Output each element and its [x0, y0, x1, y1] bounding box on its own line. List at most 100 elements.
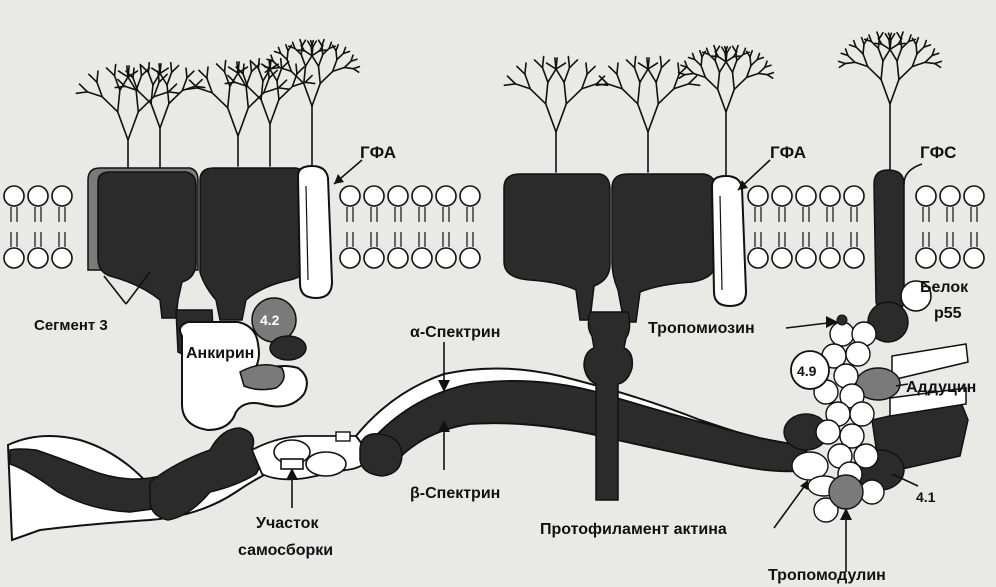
- glycan-branch: [287, 51, 288, 60]
- glycan-branch: [547, 63, 556, 69]
- label-tropomodulin: Тропомодулин: [768, 567, 886, 584]
- glycan-branch: [535, 60, 543, 68]
- glycan-branch: [689, 76, 697, 84]
- lipid-head-outer: [460, 186, 480, 206]
- label-band49: 4.9: [797, 363, 817, 379]
- label-alpha-spectrin: α-Спектрин: [410, 324, 500, 341]
- glycan-branch: [228, 108, 238, 136]
- glycan-branch: [195, 80, 202, 87]
- glycan-branch: [862, 38, 864, 45]
- glycan-branch: [305, 82, 315, 83]
- glycan-branch: [136, 90, 138, 111]
- glycan-branch: [305, 76, 312, 83]
- label-p55-2: р55: [934, 305, 962, 322]
- lipid-tail: [851, 207, 857, 247]
- glycan-branch: [171, 63, 172, 73]
- label-segment3: Сегмент 3: [34, 317, 108, 334]
- lipid-tail: [419, 207, 425, 247]
- lipid-head-inner: [4, 248, 24, 268]
- glycan-branch: [128, 112, 138, 140]
- lipid-tail: [35, 207, 41, 247]
- glycan-branch: [758, 73, 767, 74]
- glycan-branch: [160, 104, 169, 128]
- lipid-tail: [755, 207, 761, 247]
- glycan-branch: [353, 69, 358, 73]
- glycan-branch: [97, 71, 98, 82]
- glycan-branch: [901, 39, 902, 49]
- glycan-branch: [311, 47, 312, 56]
- glycan-branch: [656, 68, 661, 83]
- glycan-branch: [883, 49, 890, 60]
- lipid-head-inner: [916, 248, 936, 268]
- glycan-branch: [648, 104, 658, 132]
- tropomyosin-dot: [837, 315, 847, 325]
- glycan-branch: [555, 58, 556, 69]
- lipid-head-inner: [796, 248, 816, 268]
- lipid-head-inner: [52, 248, 72, 268]
- glycan-branch: [258, 68, 263, 81]
- glycan-branch: [661, 60, 669, 68]
- ankyrin-gray-patch: [240, 365, 284, 390]
- glycan-branch: [344, 61, 350, 67]
- glycan-branch: [639, 63, 648, 69]
- label-beta-spectrin: β-Спектрин: [410, 485, 500, 502]
- lipid-head-outer: [388, 186, 408, 206]
- actin-monomer: [830, 322, 854, 346]
- glycan-branch: [856, 47, 863, 54]
- lipid-head-inner: [460, 248, 480, 268]
- glycan-branch: [320, 71, 332, 83]
- glycan-branch: [878, 48, 883, 61]
- glycan-branch: [277, 81, 279, 100]
- glycan-branch: [115, 65, 116, 76]
- glycan-branch: [734, 77, 746, 89]
- glycan-branch: [548, 69, 556, 82]
- glycan-branch: [564, 68, 569, 83]
- glycan-branch: [118, 112, 128, 140]
- lipid-tail: [779, 207, 785, 247]
- glycan-branch: [845, 62, 855, 63]
- glycan-branch: [638, 82, 640, 103]
- gpa-left-shape: [298, 166, 332, 298]
- glycan-branch: [115, 86, 125, 87]
- spectrin-right-node: [360, 434, 402, 476]
- lipid-head-outer: [52, 186, 72, 206]
- glycan-branch: [758, 67, 764, 73]
- glycan-branch: [258, 59, 259, 69]
- glycan-branch: [517, 66, 525, 74]
- lipid-head-inner: [940, 248, 960, 268]
- label-tropomyosin: Тропомиозин: [648, 320, 755, 337]
- lipid-head-outer: [844, 186, 864, 206]
- glycan-branch: [685, 73, 694, 74]
- band3-center-b: [612, 174, 716, 322]
- glycan-branch: [322, 40, 324, 46]
- band3-left-a: [98, 172, 196, 318]
- glycan-branch: [556, 104, 566, 132]
- glycan-branch: [879, 33, 883, 39]
- glycan-branch: [301, 55, 305, 67]
- glycan-branch: [279, 80, 287, 88]
- glycan-branch: [736, 46, 738, 52]
- lipid-head-inner: [340, 248, 360, 268]
- gpc-shape: [874, 170, 904, 312]
- arrowhead-tropomodulin: [840, 508, 852, 520]
- glycan-branch: [225, 82, 235, 83]
- lipid-head-outer: [748, 186, 768, 206]
- glycan-branch: [138, 91, 151, 104]
- glycan-branch: [261, 81, 263, 100]
- lipid-tail: [395, 207, 401, 247]
- lipid-head-outer: [340, 186, 360, 206]
- glycan-branch: [118, 90, 120, 111]
- glycan-branch: [609, 66, 617, 74]
- glycan-branch: [695, 59, 701, 65]
- label-ankyrin: Анкирин: [186, 345, 254, 362]
- glycan-branch: [172, 66, 179, 73]
- label-gfa-right: ГФА: [770, 143, 806, 162]
- glycan-branch: [660, 57, 661, 68]
- spectrin-lower-right-white: [892, 344, 968, 380]
- glycan-branch: [648, 69, 656, 82]
- glycan-branch: [897, 48, 902, 61]
- lipid-tail: [971, 207, 977, 247]
- glycan-branch: [871, 42, 878, 49]
- glycan-branch: [279, 88, 290, 89]
